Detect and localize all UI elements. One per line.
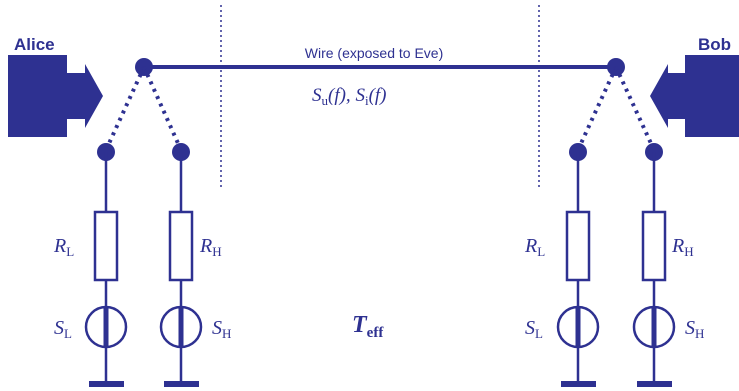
alice-label: Alice [14,35,55,54]
bob-resistor-high [641,210,667,282]
bob-source-low-label: SL [525,317,543,341]
bob-block [650,55,739,137]
bob-source-high-label: SH [685,317,704,341]
alice-ground-high [164,381,199,387]
wire-label: Wire (exposed to Eve) [305,45,444,61]
bob-resistor-high-label: RH [671,235,694,259]
alice-block [8,55,103,137]
bob-switch-blade-low [576,66,618,151]
bob-label: Bob [698,35,731,54]
alice-resistor-low [93,210,119,282]
alice-resistor-high [168,210,194,282]
effective-temperature-label: Teff [352,312,384,341]
spectra-label: Su(f), Si(f) [312,85,387,108]
bob-switch-blade-high [614,66,656,151]
bob-resistor-low [565,210,591,282]
alice-resistor-low-label: RL [53,235,74,259]
bob-ground-low [561,381,596,387]
alice-source-high-label: SH [212,317,231,341]
alice-source-low-label: SL [54,317,72,341]
alice-switch-blade-high [142,66,183,151]
alice-ground-low [89,381,124,387]
alice-switch-blade-low [104,66,146,151]
bob-ground-high [637,381,672,387]
alice-resistor-high-label: RH [199,235,222,259]
bob-resistor-low-label: RL [524,235,545,259]
